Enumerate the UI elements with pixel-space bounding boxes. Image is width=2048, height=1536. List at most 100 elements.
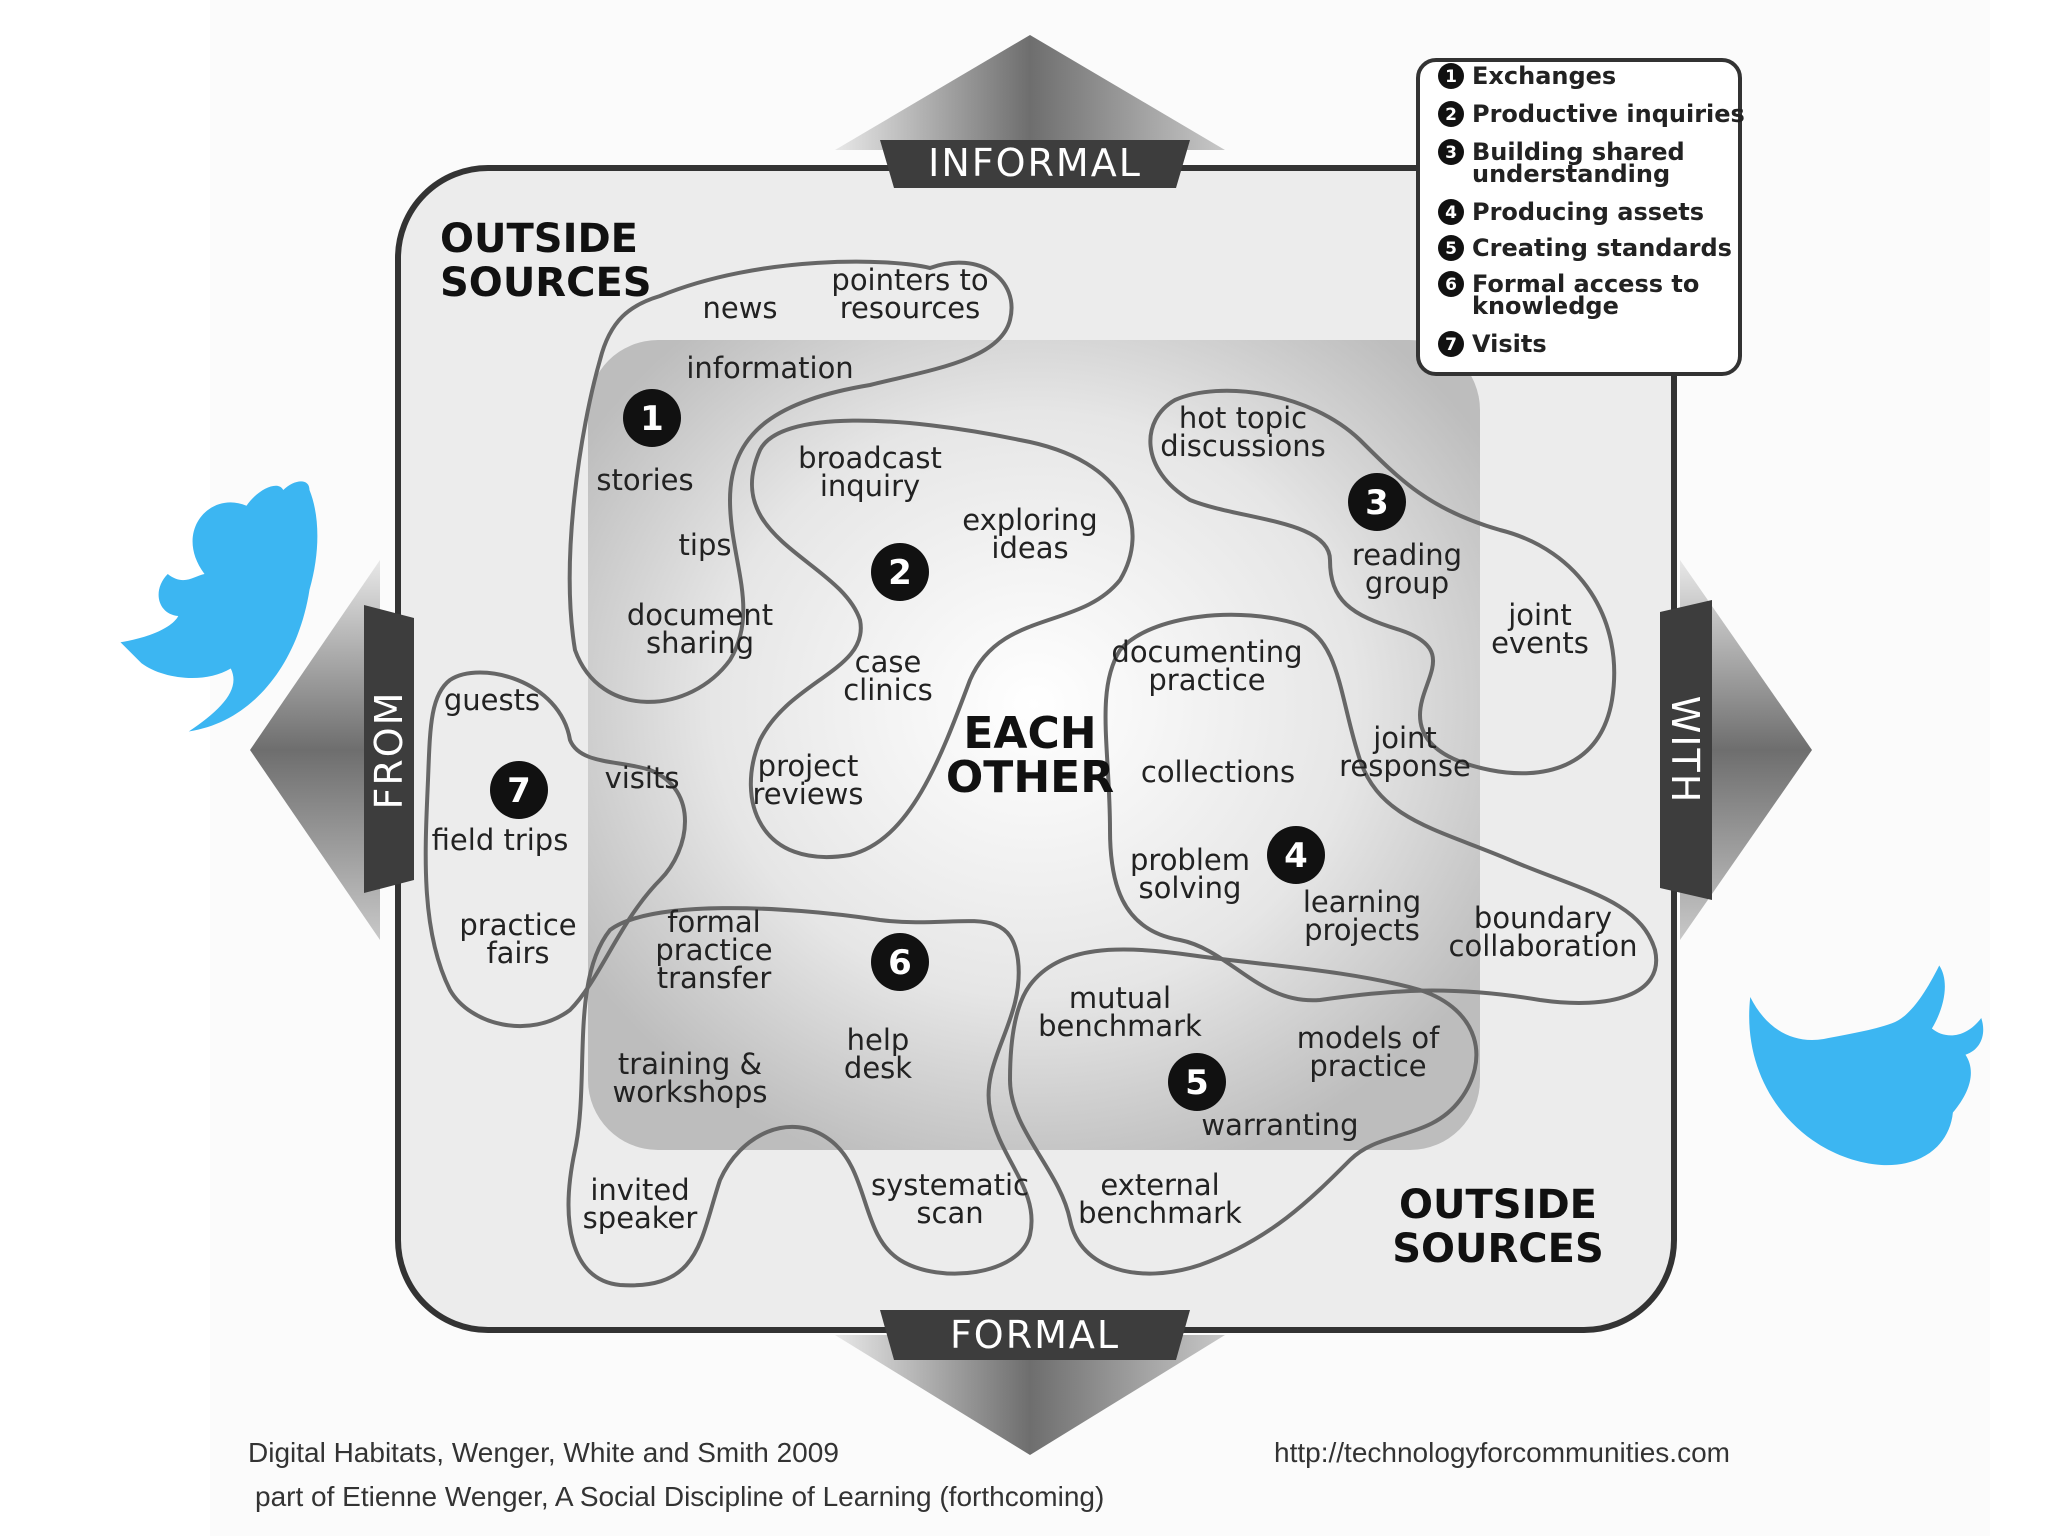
activity-label: training &workshops bbox=[613, 1047, 768, 1109]
legend-label-line: knowledge bbox=[1472, 292, 1619, 320]
cluster-badge bbox=[1168, 1053, 1226, 1111]
activity-label-line: problem bbox=[1130, 843, 1250, 877]
legend-number: 5 bbox=[1445, 239, 1457, 259]
activity-label-line: projects bbox=[1304, 913, 1420, 947]
activity-label-line: field trips bbox=[432, 823, 569, 857]
activity-label-line: transfer bbox=[657, 961, 772, 995]
legend-label-line: understanding bbox=[1472, 160, 1670, 188]
cluster-badge bbox=[1348, 473, 1406, 531]
activity-label-line: sharing bbox=[646, 626, 754, 660]
activity-label: warranting bbox=[1201, 1108, 1358, 1142]
activity-label-line: boundary bbox=[1474, 901, 1612, 935]
activity-label-line: desk bbox=[844, 1051, 912, 1085]
legend-number: 4 bbox=[1445, 203, 1457, 223]
cluster-4-outline bbox=[1103, 612, 1659, 1005]
cluster-number: 2 bbox=[888, 553, 912, 593]
activity-label-line: reading bbox=[1352, 538, 1462, 572]
url-text: http://technologyforcommunities.com bbox=[1274, 1437, 1730, 1468]
activity-label-line: discussions bbox=[1160, 429, 1325, 463]
arrow-right bbox=[1680, 560, 1812, 940]
activity-label-line: collaboration bbox=[1449, 929, 1638, 963]
cluster-number: 6 bbox=[888, 943, 912, 983]
outside-sources-bottom-label: OUTSIDE bbox=[1399, 1182, 1597, 1228]
activity-label-line: tips bbox=[679, 528, 732, 562]
forthcoming-note: part of Etienne Wenger, A Social Discipl… bbox=[255, 1481, 1104, 1512]
cluster-6-outline bbox=[566, 906, 1034, 1288]
activity-label-line: visits bbox=[605, 761, 680, 795]
cluster-badge bbox=[1267, 826, 1325, 884]
arrow-up bbox=[835, 35, 1225, 150]
legend-label-line: Productive inquiries bbox=[1472, 100, 1745, 128]
citation-text: Digital Habitats, Wenger, White and Smit… bbox=[248, 1437, 839, 1468]
bird-icon bbox=[120, 481, 318, 732]
legend-label-line: Formal access to bbox=[1472, 270, 1699, 298]
arrow-left bbox=[250, 560, 380, 940]
activity-label-line: benchmark bbox=[1038, 1009, 1202, 1043]
from-label: FROM bbox=[367, 691, 411, 810]
cluster-number: 1 bbox=[640, 399, 664, 439]
activity-label-line: scan bbox=[916, 1196, 983, 1230]
activity-label: information bbox=[686, 351, 853, 385]
activity-label-line: hot topic bbox=[1179, 401, 1307, 435]
activity-label-line: practice bbox=[1148, 663, 1265, 697]
cluster-5-outline bbox=[1007, 947, 1479, 1276]
activity-label-line: stories bbox=[596, 463, 693, 497]
cluster-badge bbox=[871, 543, 929, 601]
legend-badge bbox=[1438, 199, 1464, 225]
legend-number: 2 bbox=[1445, 105, 1457, 125]
activity-label-line: warranting bbox=[1201, 1108, 1358, 1142]
activity-label-line: ideas bbox=[991, 531, 1068, 565]
activity-label: tips bbox=[679, 528, 732, 562]
each-other-label: EACH bbox=[963, 708, 1096, 759]
each-other-zone bbox=[588, 340, 1480, 1150]
activity-label: guests bbox=[444, 683, 540, 717]
activity-label-line: practice bbox=[655, 933, 772, 967]
cluster-number: 3 bbox=[1365, 483, 1389, 523]
activity-label-line: events bbox=[1491, 626, 1589, 660]
activity-label-line: invited bbox=[590, 1173, 689, 1207]
cluster-7-outline bbox=[423, 670, 687, 1029]
formal-label: FORMAL bbox=[950, 1313, 1120, 1357]
activity-label: stories bbox=[596, 463, 693, 497]
activity-label-line: information bbox=[686, 351, 853, 385]
cluster-1-outline bbox=[567, 259, 1014, 704]
activity-label-line: group bbox=[1365, 566, 1449, 600]
outside-sources-top-label-line2: SOURCES bbox=[440, 260, 652, 306]
activity-label: field trips bbox=[432, 823, 569, 857]
legend-number: 6 bbox=[1445, 275, 1457, 295]
arrow-down bbox=[835, 1335, 1225, 1455]
legend-number: 3 bbox=[1445, 143, 1457, 163]
informal-label: INFORMAL bbox=[928, 141, 1142, 185]
activity-label-line: response bbox=[1339, 749, 1471, 783]
legend-badge bbox=[1438, 101, 1464, 127]
legend-badge bbox=[1438, 139, 1464, 165]
activity-label-line: practice bbox=[459, 908, 576, 942]
legend-label: Producing assets bbox=[1472, 198, 1704, 226]
activity-label-line: guests bbox=[444, 683, 540, 717]
legend-label-line: Visits bbox=[1472, 330, 1547, 358]
direction-labels: INFORMAL FORMAL FROM WITH bbox=[364, 140, 1712, 1360]
activity-label-line: systematic bbox=[871, 1168, 1029, 1202]
cluster-2-outline bbox=[748, 418, 1135, 859]
legend-label-line: Producing assets bbox=[1472, 198, 1704, 226]
activity-label-line: formal bbox=[667, 905, 760, 939]
activity-label-line: models of bbox=[1297, 1021, 1440, 1055]
legend-number: 1 bbox=[1445, 67, 1457, 87]
